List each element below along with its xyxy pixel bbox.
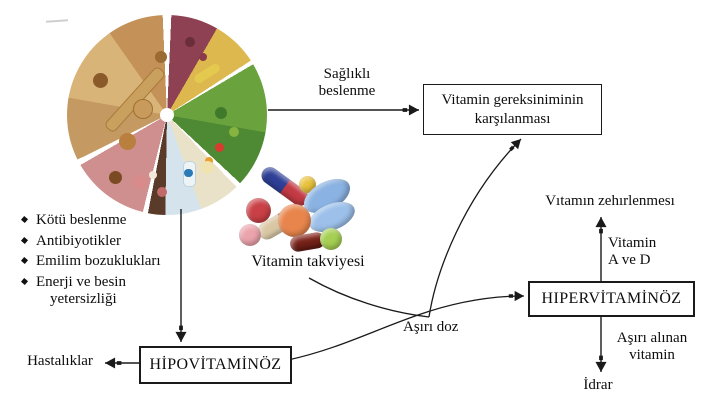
food-texture-dot [215,143,224,152]
food-texture-dot [215,107,227,119]
food-texture-dot [119,133,136,150]
overdose-label: Aşırı doz [403,319,459,335]
bullet-icon [20,236,29,244]
cause-text: Kötü beslenme [36,212,127,228]
cause-item: Kötü beslenme [20,212,192,229]
cause-item: Antibiyotikler [20,232,192,250]
food-texture-dot [133,175,147,189]
cause-item: Emilim bozuklukları [20,253,192,270]
food-texture-dot [133,99,153,119]
requirement-line2: karşılanması [474,110,551,127]
food-texture-dot [201,161,214,174]
requirement-box: Vitamin gereksiniminin karşılanması [423,84,602,135]
pill [278,204,311,237]
food-texture-dot [229,127,239,137]
supplement-caption: Vitamin takviyesi [251,253,365,270]
food-texture-dot [109,171,122,184]
diseases-label: Hastalıklar [27,353,93,369]
cause-text: Emilim bozuklukları [36,253,161,269]
excess-vitamin-line2: vitamin [629,347,675,363]
vitamins-ad-line2: A ve D [608,252,651,268]
food-texture-dot [149,171,157,179]
supplement-pills-illustration [238,163,360,255]
hypo-box: HİPOVİTAMİNÖZ [139,346,292,384]
arrow-overdose-to-requirement [428,138,522,318]
vitamins-ad-label: Vitamin A ve D [608,235,656,269]
bottle-cap-shape [184,169,193,177]
hyper-box-label: HIPERVİTAMİNÖZ [541,290,682,307]
bullet-icon [20,215,29,224]
excess-vitamin-line1: Aşırı alınan [616,330,688,346]
food-texture-dot [93,73,108,88]
hyper-box: HIPERVİTAMİNÖZ [528,281,695,317]
requirement-line1: Vitamin gereksiniminin [441,91,584,108]
wheel-center-gap [160,108,174,122]
food-texture-dot [185,37,195,47]
food-texture-dot [155,51,167,63]
food-texture-dot [157,187,167,197]
excess-vitamin-label: Aşırı alınan vitamin [606,330,698,364]
pill [239,224,261,246]
bullet-icon [20,256,29,265]
cause-item: Enerji ve besin yetersizliği [20,273,192,308]
cause-text: Antibiyotikler [36,232,121,249]
causes-list: Kötü beslenme Antibiyotikler Emilim bozu… [20,212,192,311]
healthy-eating-line2: beslenme [318,83,376,99]
bullet-icon [20,277,29,285]
hypo-box-label: HİPOVİTAMİNÖZ [149,356,282,373]
food-wheel-illustration [67,15,267,215]
vitamins-ad-line1: Vitamin [608,235,657,251]
line-supplement-to-overdose [308,277,430,318]
healthy-eating-line1: Sağlıklı [323,66,371,82]
urine-label: İdrar [583,377,613,393]
cause-text: Enerji ve besin yetersizliği [36,273,126,307]
healthy-eating-label: Sağlıklı beslenme [301,66,393,100]
food-texture-dot [199,53,207,61]
toxicity-label: Vıtamın zehırlenmesı [545,193,675,209]
pill [320,228,342,250]
